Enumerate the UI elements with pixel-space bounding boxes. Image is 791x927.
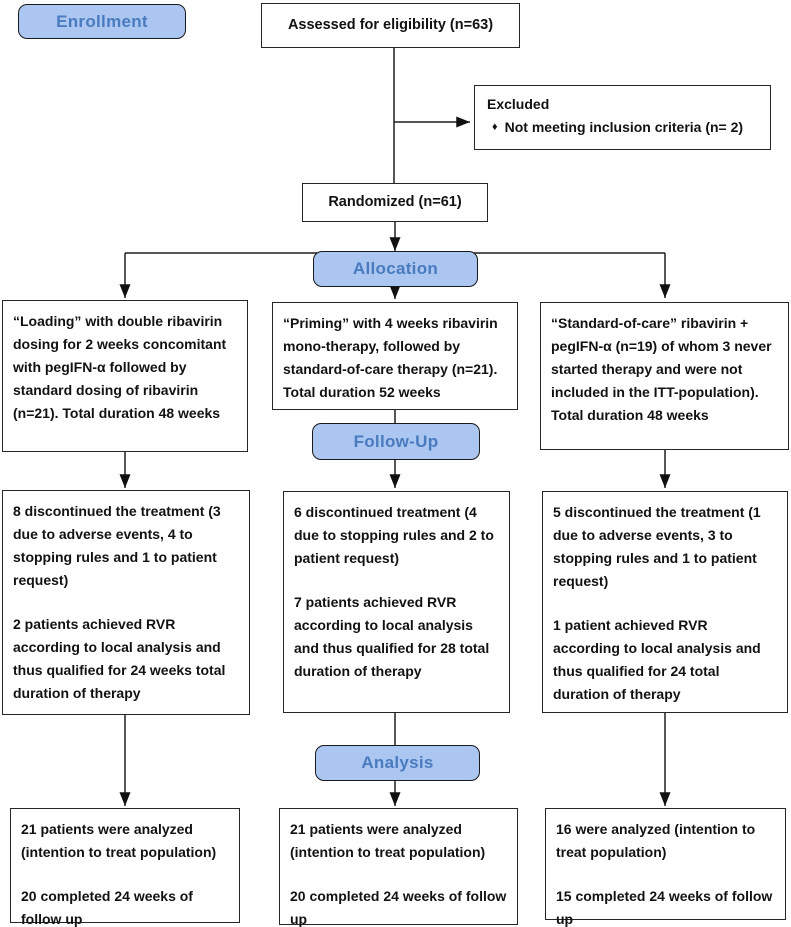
arm2-followup-rvr: 7 patients achieved RVR according to loc… <box>294 594 490 679</box>
stage-label-analysis-text: Analysis <box>361 753 434 772</box>
stage-label-follow-up-text: Follow-Up <box>353 431 439 451</box>
arm1-followup-rvr: 2 patients achieved RVR according to loc… <box>13 616 226 701</box>
arm2-completed: 20 completed 24 weeks of follow up <box>290 888 507 927</box>
excluded-box: Excluded ♦ Not meeting inclusion criteri… <box>474 85 771 150</box>
arm3-followup-rvr: 1 patient achieved RVR according to loca… <box>553 617 761 702</box>
stage-label-allocation: Allocation <box>313 251 478 287</box>
excluded-reason-text: Not meeting inclusion criteria (n= 2) <box>504 119 744 135</box>
stage-label-enrollment-text: Enrollment <box>56 11 148 31</box>
arm3-followup-discontinued: 5 discontinued the treatment (1 due to a… <box>553 504 761 589</box>
arm1-followup-discontinued: 8 discontinued the treatment (3 due to a… <box>13 503 221 588</box>
arm1-analyzed: 21 patients were analyzed (intention to … <box>21 821 217 860</box>
stage-label-allocation-text: Allocation <box>352 259 439 278</box>
excluded-title: Excluded <box>487 96 550 112</box>
arm1-completed: 20 completed 24 weeks of follow up <box>21 888 193 927</box>
arm2-analysis-box: 21 patients were analyzed (intention to … <box>279 808 518 927</box>
arm3-analysis-box: 16 were analyzed (intention to treat pop… <box>545 808 786 927</box>
randomized-box: Randomized (n=61) <box>302 183 488 222</box>
arm3-followup-box: 5 discontinued the treatment (1 due to a… <box>542 491 788 713</box>
arm1-followup-box: 8 discontinued the treatment (3 due to a… <box>2 490 250 715</box>
arm1-analysis-box: 21 patients were analyzed (intention to … <box>10 808 240 927</box>
arm2-allocation-box: “Priming” with 4 weeks ribavirin mono-th… <box>272 302 518 410</box>
arm3-completed: 15 completed 24 weeks of follow up <box>556 888 773 927</box>
stage-label-enrollment: Enrollment <box>18 4 186 39</box>
arm2-followup-box: 6 discontinued treatment (4 due to stopp… <box>283 491 510 713</box>
stage-label-analysis: Analysis <box>315 745 480 781</box>
excluded-bullet-item: ♦ Not meeting inclusion criteria (n= 2) <box>487 116 758 139</box>
arm1-allocation-box: “Loading” with double ribavirin dosing f… <box>2 300 248 452</box>
arm2-followup-discontinued: 6 discontinued treatment (4 due to stopp… <box>294 504 494 566</box>
assessed-eligibility-box: Assessed for eligibility (n=63) <box>261 3 520 48</box>
arm2-analyzed: 21 patients were analyzed (intention to … <box>290 821 486 860</box>
stage-label-follow-up: Follow-Up <box>312 423 480 460</box>
diamond-bullet-icon: ♦ <box>492 121 498 133</box>
arm3-analyzed: 16 were analyzed (intention to treat pop… <box>556 821 756 860</box>
arm3-allocation-box: “Standard-of-care” ribavirin + pegIFN-α … <box>540 302 789 450</box>
